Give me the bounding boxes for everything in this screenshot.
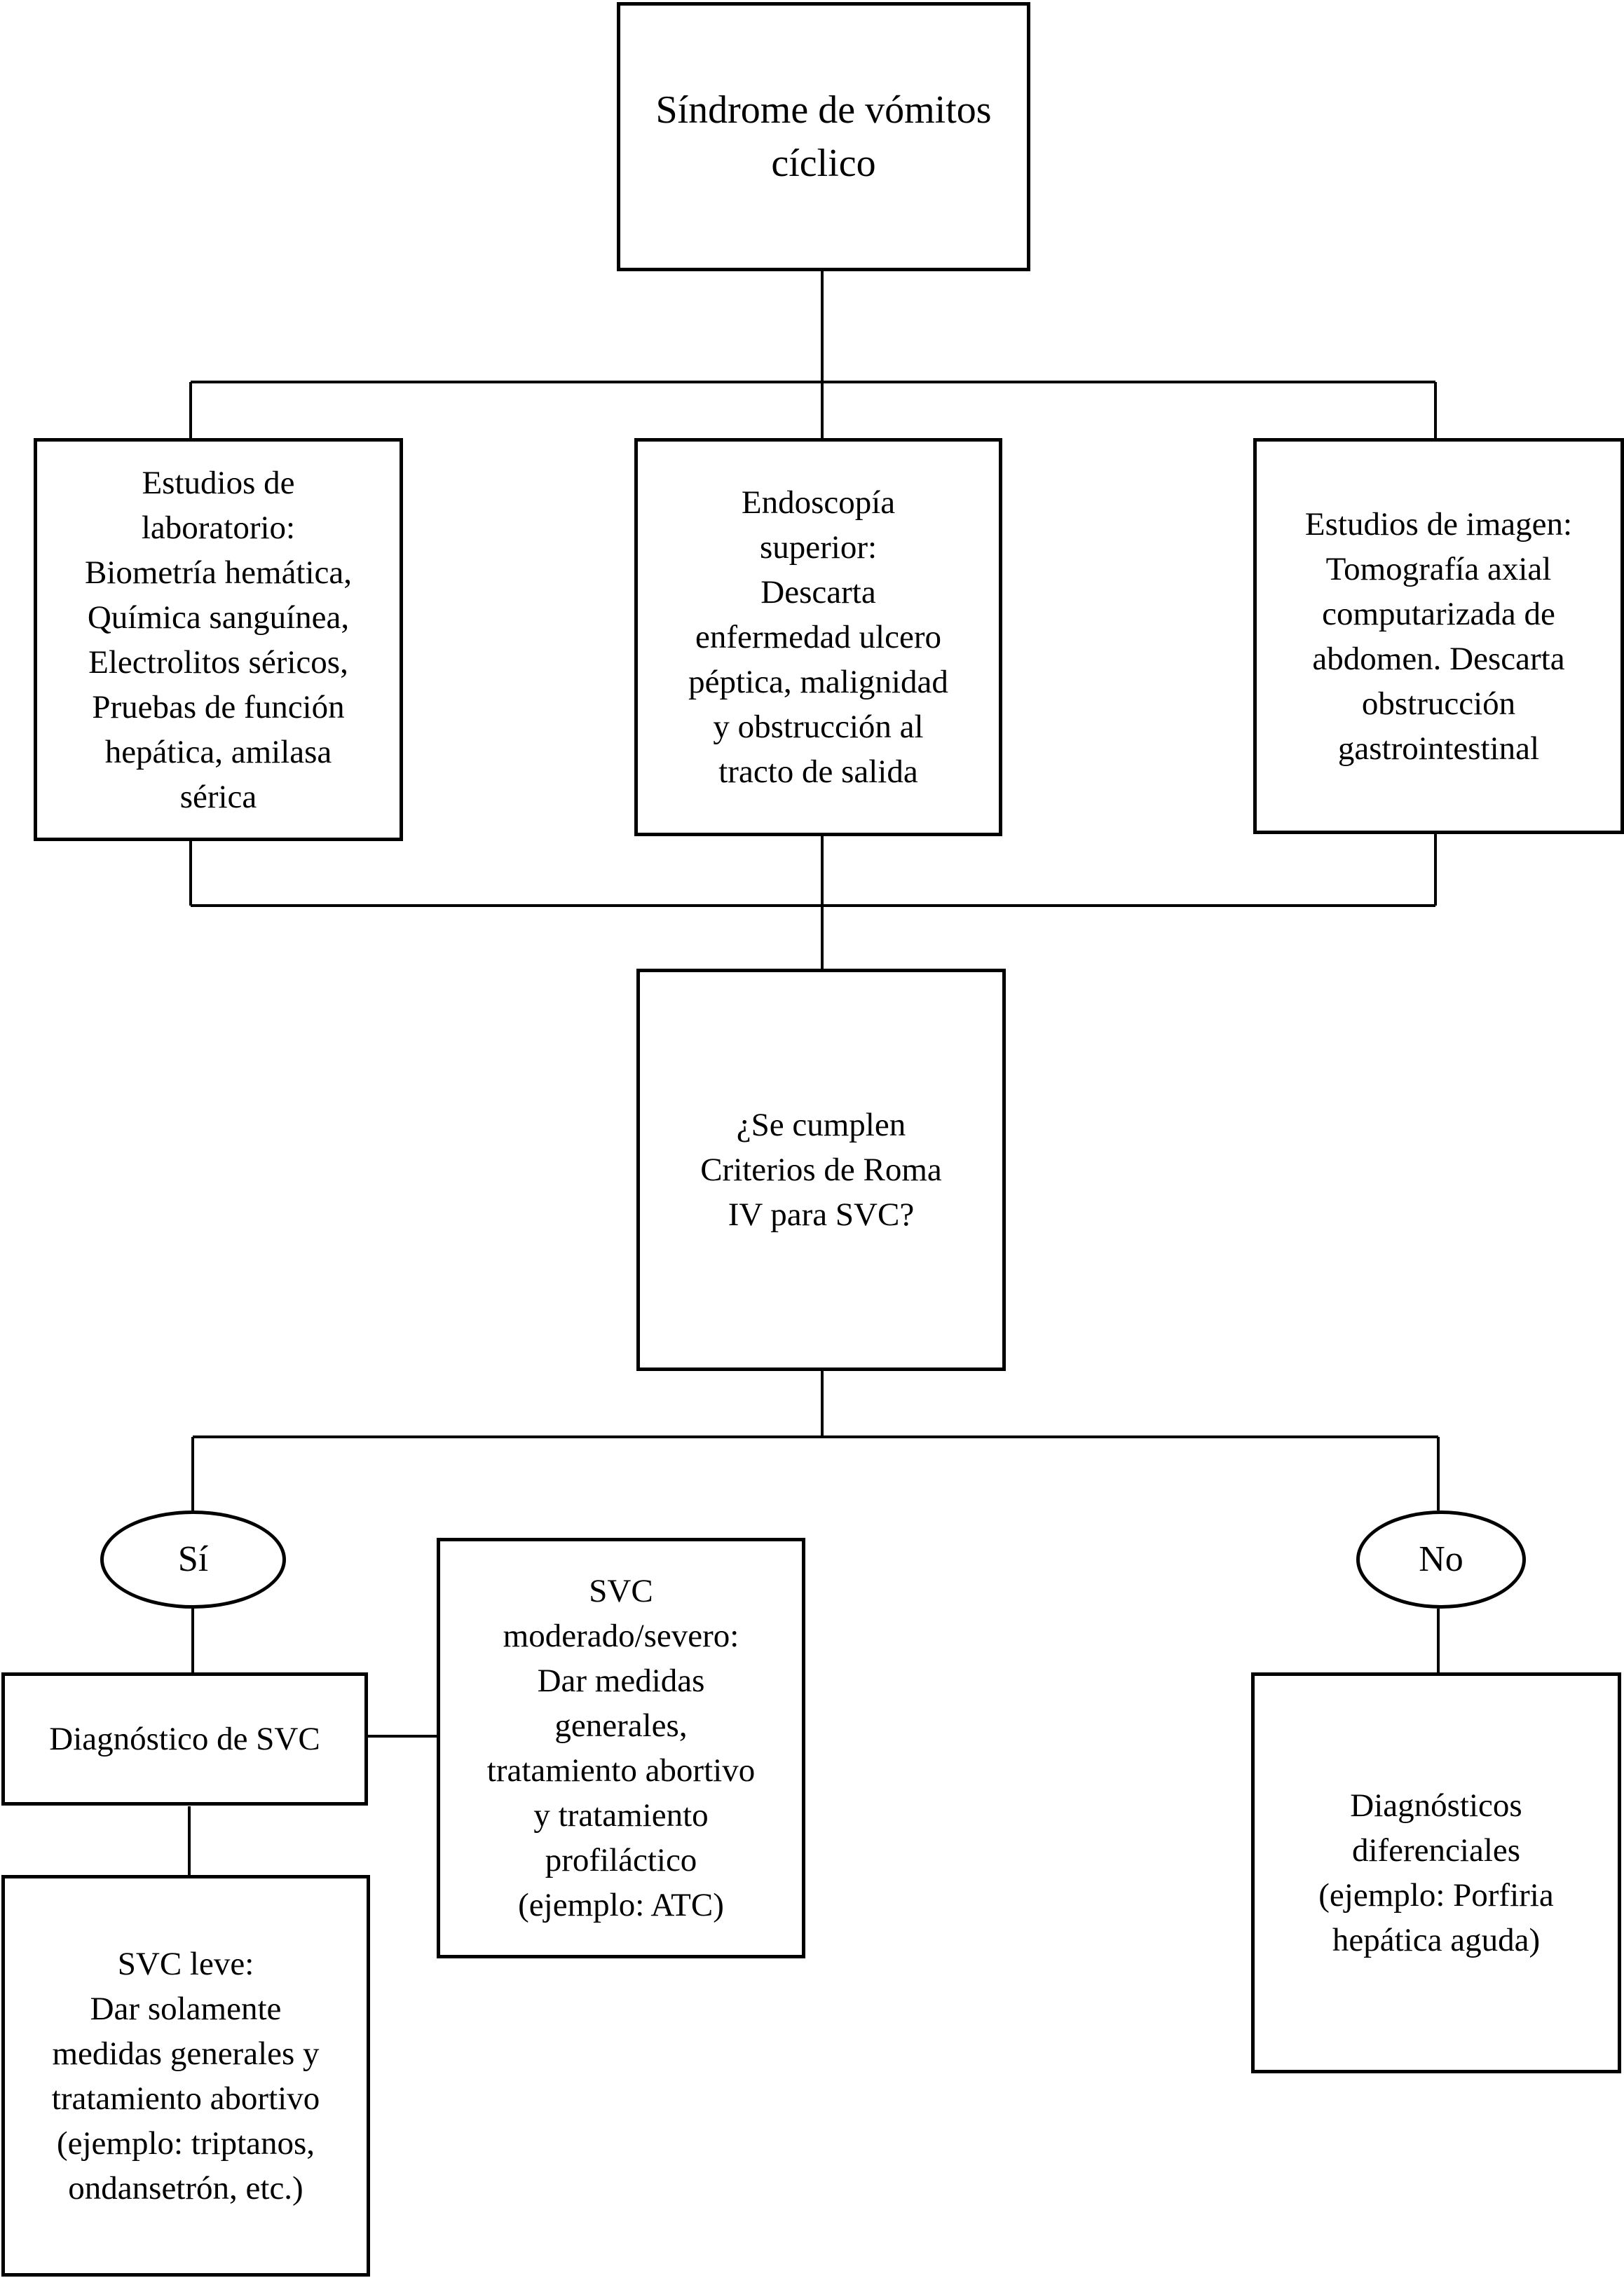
no-label: No [1419,1539,1463,1579]
rome-criteria-question-box: ¿Se cumplen Criterios de Roma IV para SV… [636,969,1006,1371]
moderate-severe-box: SVC moderado/severo: Dar medidas general… [437,1538,805,1958]
imaging-studies-text: Estudios de imagen: Tomografía axial com… [1304,505,1573,767]
mild-text: SVC leve: Dar solamente medidas generale… [51,1945,320,2207]
differential-diagnosis-box: Diagnósticos diferenciales (ejemplo: Por… [1251,1672,1621,2073]
endoscopy-box: Endoscopía superior: Descarta enfermedad… [634,438,1002,836]
laboratory-studies-box: Estudios de laboratorio: Biometría hemát… [34,438,403,841]
diagnosis-text: Diagnóstico de SVC [49,1721,320,1757]
laboratory-studies-text: Estudios de laboratorio: Biometría hemát… [84,464,353,815]
imaging-studies-box: Estudios de imagen: Tomografía axial com… [1253,438,1624,834]
rome-criteria-question-text: ¿Se cumplen Criterios de Roma IV para SV… [700,1107,942,1233]
mild-box: SVC leve: Dar solamente medidas generale… [1,1875,370,2277]
title-text: Síndrome de vómitos cíclico [655,88,992,185]
differential-diagnosis-text: Diagnósticos diferenciales (ejemplo: Por… [1318,1787,1554,1958]
yes-oval: Sí [100,1510,286,1609]
no-oval: No [1356,1510,1526,1609]
title-box: Síndrome de vómitos cíclico [617,2,1030,271]
yes-label: Sí [177,1539,209,1579]
diagnosis-box: Diagnóstico de SVC [1,1672,368,1806]
endoscopy-text: Endoscopía superior: Descarta enfermedad… [688,484,948,790]
moderate-severe-text: SVC moderado/severo: Dar medidas general… [486,1573,756,1923]
